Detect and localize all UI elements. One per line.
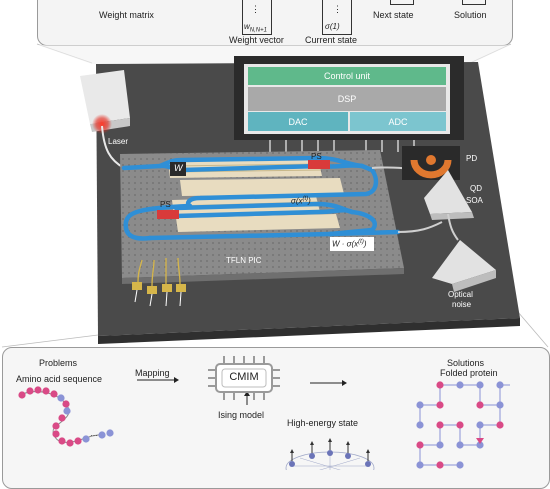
- wire-bonds: [137, 257, 181, 287]
- problems-label: Problems: [39, 358, 78, 368]
- dac-block: [248, 112, 348, 131]
- state-dots: ⋮: [333, 4, 342, 14]
- control-unit-block: [248, 67, 446, 85]
- amino-acid-chain: ···: [18, 386, 114, 447]
- pd-label: PD: [466, 154, 478, 163]
- amino-acid-label: Amino acid sequence: [16, 374, 103, 384]
- chip-illustration: [1, 43, 549, 348]
- spin-lattice: [285, 438, 375, 470]
- weight-vector-bracket: [242, 0, 272, 35]
- solution-label: Solution: [454, 10, 487, 20]
- zoom-line-bottom-left: [1, 334, 99, 348]
- pd-arc: [410, 159, 452, 179]
- dsp-label: DSP: [337, 94, 357, 104]
- cmim-chip-icon: [208, 356, 280, 400]
- next-state-label: Next state: [373, 10, 414, 20]
- sigma-label: σ(x(t)): [291, 196, 311, 206]
- ising-model-label: Ising model: [218, 410, 265, 420]
- w-sigma-label: W · σ(x(t)): [332, 239, 367, 249]
- cmim-label: CMIM: [229, 371, 259, 383]
- current-state-entry: σ(1): [325, 22, 340, 31]
- ps-left-label: PS: [160, 200, 171, 209]
- w-label-box: [170, 162, 186, 176]
- optical-noise-label-1: Optical: [448, 290, 473, 299]
- soa-label: SOA: [466, 196, 483, 205]
- adc-block: [350, 112, 446, 131]
- pd-core: [426, 155, 436, 165]
- dac-label: DAC: [288, 116, 308, 127]
- dsp-block: [248, 87, 446, 111]
- tfln-pic-label: TFLN PIC: [226, 256, 262, 265]
- laser-label: Laser: [108, 137, 129, 146]
- phase-shifter-left: [157, 210, 179, 219]
- pad-leads: [134, 289, 182, 307]
- svg-text:···: ···: [90, 431, 98, 440]
- w-sigma-box: [330, 237, 374, 251]
- solution-bracket: [462, 0, 486, 5]
- control-unit-label: Control unit: [323, 71, 371, 81]
- current-state-bracket: [322, 0, 352, 35]
- fiber-soa-noise: [447, 213, 459, 241]
- weight-vector-entry: wN,N+1: [244, 22, 267, 34]
- matrix-equation-panel: [37, 0, 513, 46]
- qd-label: QD: [470, 184, 482, 193]
- phase-shifter-top: [308, 160, 330, 169]
- adc-label: ADC: [388, 116, 408, 127]
- high-energy-label: High-energy state: [287, 418, 359, 428]
- workflow-illustration: ···: [18, 356, 510, 470]
- folded-protein: [416, 381, 510, 469]
- mapping-label: Mapping: [135, 368, 170, 378]
- folded-protein-label: Folded protein: [440, 368, 498, 378]
- board-edge: [98, 318, 520, 344]
- current-state-label: Current state: [305, 35, 358, 45]
- laser-emission: [92, 114, 112, 134]
- qd-soa: [424, 170, 472, 214]
- w-label: W: [174, 163, 183, 173]
- output-fiber: [397, 221, 443, 233]
- vector-dots: ⋮: [251, 4, 260, 14]
- weight-vector-label: Weight vector: [229, 35, 284, 45]
- next-state-bracket: [390, 0, 414, 5]
- ps-top-label: PS: [311, 152, 322, 161]
- optical-noise-source: [432, 240, 496, 284]
- bond-pads: [132, 282, 186, 294]
- solutions-label: Solutions: [447, 358, 485, 368]
- weight-matrix-label: Weight matrix: [99, 10, 154, 20]
- optical-noise-label-2: noise: [452, 300, 472, 309]
- laser-module: [80, 70, 130, 124]
